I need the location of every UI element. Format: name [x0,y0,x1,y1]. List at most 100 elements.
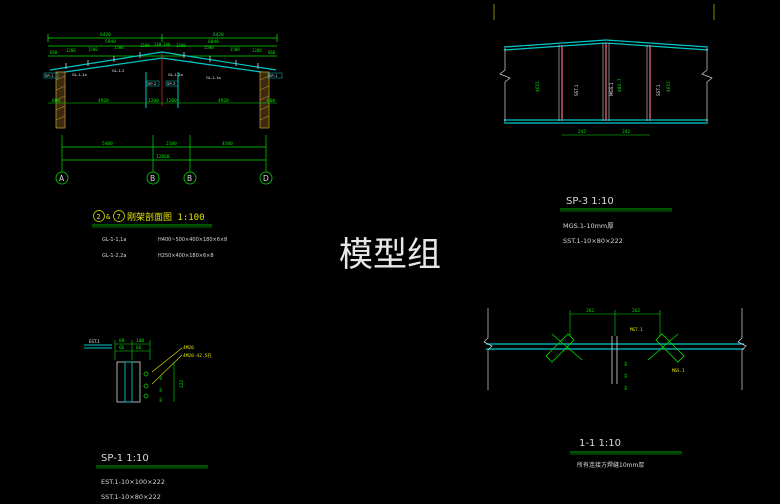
tag-sp1-left: SP-1 [45,73,54,78]
sp1-tag-est: EST.1 [89,339,100,344]
upper-dim-4: 1500 [114,45,124,50]
spec-row-1-spec: H400~500×400×180×6×8 [158,237,227,243]
bottom-dim-2: 2100 [166,141,177,147]
title-num-b: 7 [117,213,121,221]
sec11-purlin-left [545,333,583,363]
sp1-hole-dim-3: 60 [158,397,163,402]
upper-dim-9: 1500 [204,45,214,50]
mid-dim-1: 600 [52,98,60,104]
tag-sp3: SP-3 [167,81,176,86]
frame-upper-dims: 660 1200 1500 1500 1500 240 240 1500 150… [50,42,276,55]
sec11-tag-mgs: MGS.1 [672,368,685,373]
sp1-tag-bolt-2: 4M20-42.5孔 [183,352,212,359]
sp3-line2: SST.1-10×80×222 [563,237,623,245]
mid-dim-6: 600 [267,98,275,104]
sp1-line2: SST.1-10×80×222 [101,493,161,501]
title-amp: & [106,213,111,221]
tag-gl11a-left: GL-1-1a [72,72,87,77]
sec11-top-dims [569,310,661,336]
sp3-title: SP-3 1:10 [566,196,614,207]
tag-sp2: SP-2 [148,81,157,86]
axis-b1: B [150,174,155,183]
sec11-dim-top-1: 262 [586,308,594,314]
frame-top-dim-2: 5940 [105,39,116,45]
sp3-tag-3: SST.1 [656,84,661,96]
spec-row-2-mark: GL-1-2,2a [102,253,126,259]
frame-mid-dims: 600 4920 1200 1200 4920 600 [52,98,275,104]
upper-dim-3: 1500 [88,47,98,52]
tag-gl12a: GL-1-2a [168,72,183,77]
sp3-vertical-dims: 4615 484.7 4615 SST.1 MGS.1 SST.1 [535,78,672,96]
upper-dim-10: 1500 [230,47,240,52]
frame-section-title: 2 & 7 刚架剖面图 1:100 [92,210,212,228]
frame-mid-columns [145,72,179,108]
sp1-title: SP-1 1:10 [101,453,149,464]
sec11-title: 1-1 1:10 [579,438,621,449]
sp3-dim-1: 4615 [535,81,541,92]
upper-dim-11: 1200 [252,48,262,53]
sp3-bottom-dim-2: 242 [622,129,630,135]
frame-rafter [49,51,277,74]
sp3-dim-2: 484.7 [617,78,623,92]
sp1-side-dim: 222 [179,380,185,388]
sec11-dim-side-2: 60 [623,373,628,378]
bottom-dim-1: 5400 [102,141,113,147]
sp3-webs [558,43,648,121]
sp3-stiffeners [561,43,651,121]
sp3-dim-3: 4615 [666,81,672,92]
total-dim: 12000 [156,154,170,160]
sec11-center-plate [611,336,618,384]
mid-dim-2: 4920 [98,98,109,104]
frame-section-drawing: 6420 5940 6420 6040 660 1200 1500 1500 1… [43,32,283,259]
section-1-1-drawing: 262 262 MGT.1 MGS.1 60 60 60 1-1 1:10 所有… [483,308,747,469]
tag-sp1-right: SP-1 [269,73,278,78]
axis-b2: B [187,174,192,183]
sp1-line1: EST.1-10×100×222 [101,478,165,486]
sp1-dim-top2-1: 60 [119,345,125,350]
sec11-purlin-right [647,333,685,363]
frame-top-dimension-line [47,34,278,47]
frame-member-tags: SP-1 GL-1-1a GL-1-2 SP-2 SP-3 GL-1-2a GL… [43,68,283,87]
upper-dim-1: 660 [50,50,58,55]
title-num-a: 2 [97,213,101,221]
upper-dim-7: 240 [163,42,171,47]
sp3-detail-drawing: 4615 484.7 4615 SST.1 MGS.1 SST.1 242 24… [493,4,715,245]
sp3-tag-1: SST.1 [574,84,579,96]
frame-left-column [55,71,66,129]
mid-dim-5: 4920 [218,98,229,104]
sec11-dim-top-2: 262 [632,308,640,314]
upper-dim-5: 1500 [140,43,150,48]
spec-row-2-spec: H250×400×180×6×8 [158,253,214,259]
mid-dim-4: 1200 [166,98,177,104]
frame-right-column [259,71,270,129]
upper-dim-8: 1500 [176,43,186,48]
sp1-detail-drawing: 80 100 60 60 EST.1 4M20 4M20-42.5孔 222 4… [84,338,212,501]
frame-top-dim-1: 6420 [100,32,111,38]
watermark-text: 模型组 [339,235,441,275]
sp1-top-member [84,344,112,349]
axis-a: A [59,174,65,183]
sec11-break-lines [483,308,747,390]
sp1-hole-dim-2: 60 [158,387,163,392]
sec11-note: 所有连接方焊缝10mm厚 [577,461,644,469]
sp3-bottom-dim-1: 242 [578,129,586,135]
sp1-dim-top2-2: 60 [136,345,142,350]
frame-title-text: 刚架剖面图 1:100 [127,211,205,223]
frame-top-dim-4: 6040 [208,39,219,45]
upper-dim-2: 1200 [66,48,76,53]
sp1-dim-top-2: 100 [136,338,144,344]
sp1-plate [116,347,183,403]
frame-top-dim-3: 6420 [213,32,224,38]
axis-d: D [263,174,269,183]
mid-dim-3: 1200 [148,98,159,104]
sp1-dim-top-1: 80 [119,338,125,344]
tag-gl12: GL-1-2 [112,68,125,73]
sp1-hole-dim-1: 40 [158,375,163,380]
frame-bottom-dimension-lines [61,135,267,172]
sec11-beam [486,343,744,350]
sp3-break-lines [499,48,713,122]
spec-row-1-mark: GL-1-1,1a [102,237,126,243]
sp3-line1: MGS.1-10mm厚 [563,222,614,230]
sp1-tag-bolt-1: 4M20 [183,345,194,351]
